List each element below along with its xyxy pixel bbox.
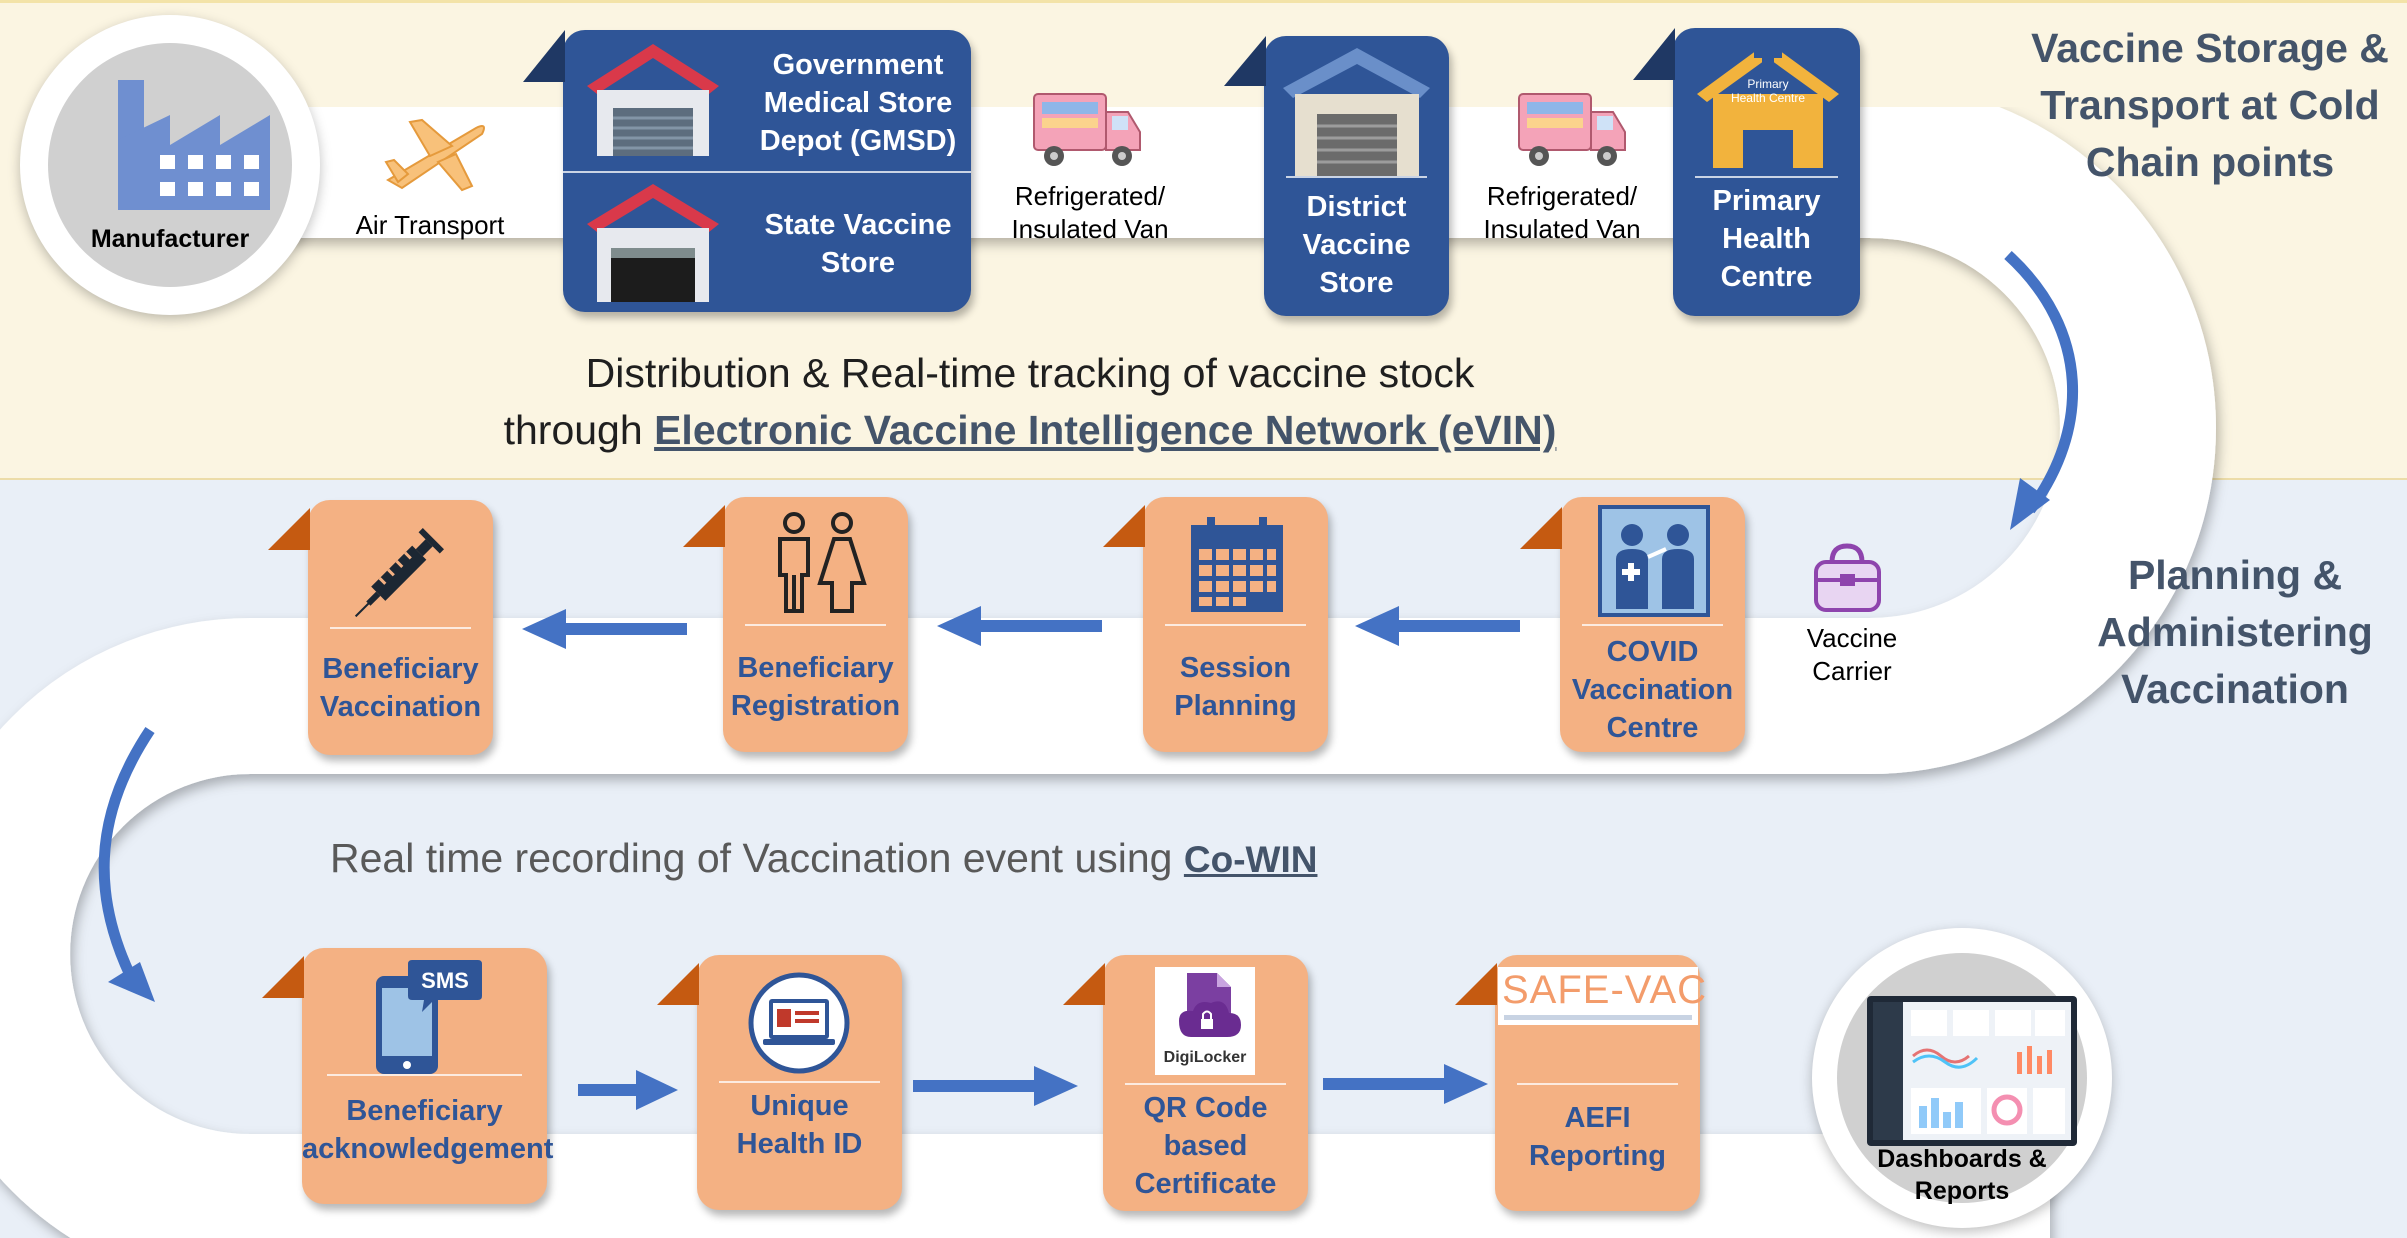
refrigerated-van-icon bbox=[1518, 93, 1626, 166]
safe-vac-logo: SAFE-VAC bbox=[1498, 967, 1708, 1025]
beneficiary-acknowledgement-label: Beneficiary acknowledgement bbox=[302, 1095, 554, 1165]
storage-section-title: Vaccine Storage & Transport at Cold Chai… bbox=[2031, 25, 2389, 185]
refrigerated-van-icon bbox=[1033, 93, 1141, 166]
beneficiary-vaccination-box: Beneficiary Vaccination bbox=[268, 500, 493, 755]
unique-health-id-box: Unique Health ID bbox=[657, 955, 902, 1210]
evin-link[interactable]: Electronic Vaccine Intelligence Network … bbox=[654, 407, 1557, 453]
health-id-icon bbox=[748, 972, 850, 1074]
gmsd-label: Government Medical Store Depot (GMSD) bbox=[759, 49, 957, 157]
primary-health-centre-box: Primary Health Centre Primary Health Cen… bbox=[1633, 28, 1860, 316]
phc-sign-line1: Primary bbox=[1747, 77, 1788, 91]
district-vaccine-store-label: District Vaccine Store bbox=[1302, 191, 1411, 299]
unique-health-id-label: Unique Health ID bbox=[736, 1090, 863, 1160]
aefi-reporting-label: AEFI Reporting bbox=[1529, 1102, 1666, 1172]
manufacturer-node: Manufacturer bbox=[20, 15, 320, 315]
vaccine-carrier-label: Vaccine Carrier bbox=[1806, 623, 1898, 686]
qr-certificate-label: QR Code based Certificate bbox=[1134, 1092, 1277, 1200]
digilocker-text: DigiLocker bbox=[1163, 1049, 1247, 1066]
air-transport-label: Air Transport bbox=[355, 210, 505, 240]
beneficiary-acknowledgement-box: SMS Beneficiary acknowledgement bbox=[262, 948, 554, 1204]
manufacturer-label: Manufacturer bbox=[90, 225, 250, 253]
beneficiary-registration-label: Beneficiary Registration bbox=[730, 652, 901, 722]
dashboards-node: Dashboards & Reports bbox=[1812, 928, 2112, 1228]
dashboards-label: Dashboards & Reports bbox=[1877, 1145, 2047, 1205]
gmsd-state-store-box: Government Medical Store Depot (GMSD) St… bbox=[523, 30, 971, 312]
van1-label: Refrigerated/ Insulated Van bbox=[1011, 181, 1169, 244]
syringe-icon bbox=[354, 527, 445, 618]
people-icon bbox=[778, 512, 867, 613]
primary-health-centre-label: Primary Health Centre bbox=[1712, 185, 1821, 293]
arrow-left-icon bbox=[522, 609, 687, 649]
vaccine-carrier-icon bbox=[1814, 543, 1881, 612]
arrow-left-icon bbox=[1355, 606, 1520, 646]
sms-phone-icon: SMS bbox=[376, 960, 482, 1074]
digilocker-icon bbox=[1179, 973, 1241, 1037]
phc-sign-line2: Health Centre bbox=[1731, 91, 1805, 105]
evin-tracking-text: Distribution & Real-time tracking of vac… bbox=[503, 350, 1557, 453]
covid-vaccination-centre-label: COVID Vaccination Centre bbox=[1571, 636, 1734, 744]
session-planning-label: Session Planning bbox=[1174, 652, 1297, 722]
warehouse-icon bbox=[1283, 48, 1430, 176]
warehouse-icon bbox=[587, 44, 719, 156]
sms-badge: SMS bbox=[421, 968, 469, 993]
digilocker-logo: DigiLocker bbox=[1155, 967, 1255, 1075]
cowin-text: Real time recording of Vaccination event… bbox=[330, 835, 1318, 881]
planning-section-title: Planning & Administering Vaccination bbox=[2097, 552, 2373, 712]
aefi-reporting-box: SAFE-VAC AEFI Reporting bbox=[1455, 955, 1708, 1211]
dashboard-screen-icon bbox=[1867, 996, 2077, 1146]
district-vaccine-store-box: District Vaccine Store bbox=[1224, 36, 1449, 316]
vaccination-centre-icon bbox=[1598, 505, 1710, 617]
arrow-right-icon bbox=[1323, 1064, 1488, 1104]
van2-label: Refrigerated/ Insulated Van bbox=[1483, 181, 1641, 244]
factory-icon bbox=[118, 80, 270, 210]
cowin-link[interactable]: Co-WIN bbox=[1183, 839, 1318, 880]
arrow-right-icon bbox=[578, 1070, 678, 1110]
arrow-right-icon bbox=[913, 1066, 1078, 1106]
health-centre-icon: Primary Health Centre bbox=[1697, 38, 1839, 168]
warehouse-icon bbox=[587, 184, 719, 302]
qr-certificate-box: DigiLocker QR Code based Certificate bbox=[1063, 955, 1308, 1211]
beneficiary-vaccination-label: Beneficiary Vaccination bbox=[319, 653, 482, 723]
airplane-icon bbox=[384, 118, 485, 192]
beneficiary-registration-box: Beneficiary Registration bbox=[683, 497, 908, 752]
session-planning-box: Session Planning bbox=[1103, 497, 1328, 752]
state-vaccine-store-label: State Vaccine Store bbox=[764, 209, 952, 279]
calendar-icon bbox=[1191, 517, 1283, 612]
safe-vac-text: SAFE-VAC bbox=[1502, 968, 1708, 1012]
arrow-left-icon bbox=[937, 606, 1102, 646]
covid-vaccination-centre-box: COVID Vaccination Centre bbox=[1520, 497, 1745, 752]
